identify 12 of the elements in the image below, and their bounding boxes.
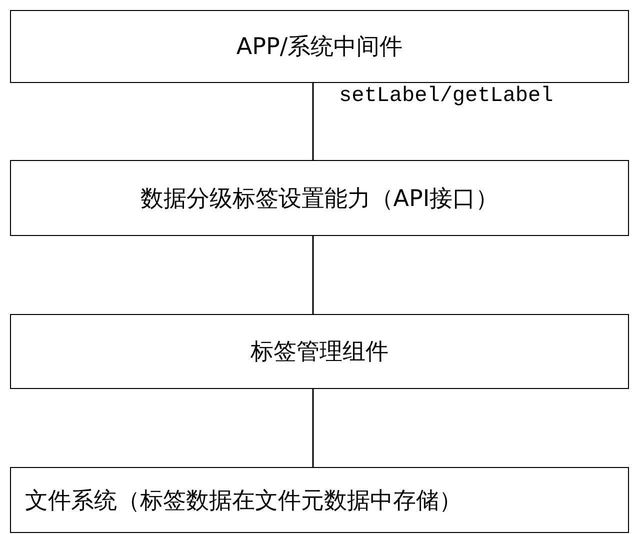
box-label: 文件系统（标签数据在文件元数据中存储） xyxy=(25,486,462,516)
connector-line xyxy=(312,236,314,314)
connector-line xyxy=(312,83,314,160)
connector-line xyxy=(312,389,314,467)
process-box xyxy=(10,160,629,236)
process-box xyxy=(10,314,629,389)
process-box xyxy=(10,10,629,83)
box-label: 标签管理组件 xyxy=(250,338,388,367)
box-label: APP/系统中间件 xyxy=(236,33,403,62)
process-box xyxy=(10,467,629,533)
edge-label: setLabel/getLabel xyxy=(339,85,554,108)
box-label: 数据分级标签设置能力（API接口） xyxy=(140,184,499,214)
